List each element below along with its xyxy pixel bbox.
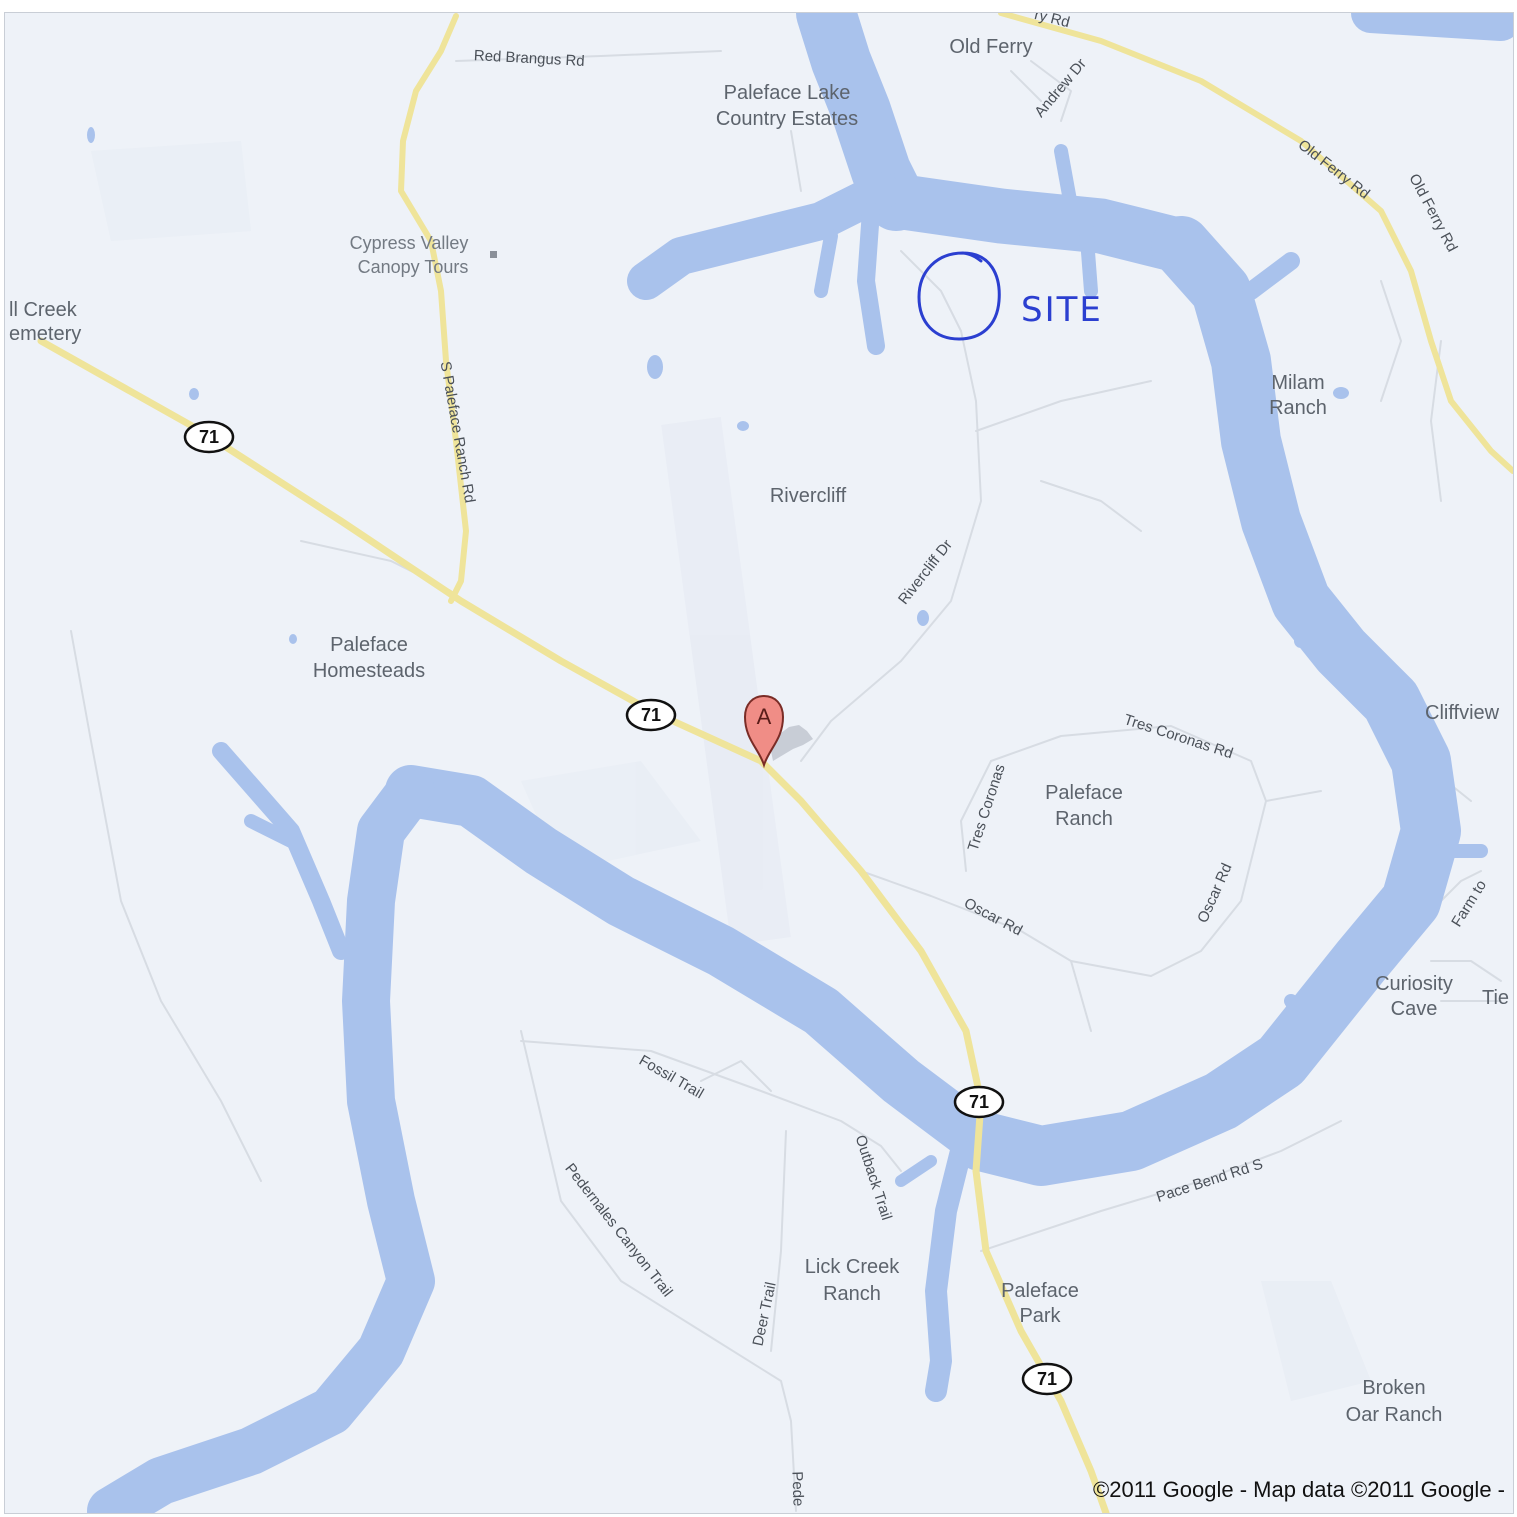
- site-annotation: SITE: [917, 251, 1103, 341]
- shield-71-center-label: 71: [641, 705, 661, 725]
- place-milam-ranch-1: Milam: [1271, 372, 1324, 394]
- place-cliffview: Cliffview: [1425, 702, 1500, 724]
- road-red-brangus: Red Brangus Rd: [473, 47, 585, 70]
- place-lick-creek-cemetery-1: ll Creek: [9, 299, 78, 321]
- shield-71-center[interactable]: 71: [625, 698, 677, 732]
- place-curiosity-cave-1: Curiosity: [1375, 973, 1453, 995]
- place-curiosity-cave-2: Cave: [1391, 998, 1438, 1020]
- place-labels: Old Ferry Paleface Lake Country Estates …: [9, 36, 1509, 1426]
- shield-71-bottom[interactable]: 71: [1021, 1362, 1073, 1396]
- place-cypress-valley-2: Canopy Tours: [358, 257, 469, 277]
- road-pede: Pede: [788, 1471, 806, 1507]
- place-paleface-ranch-1: Paleface: [1045, 782, 1123, 804]
- hand-drawn-circle-icon: [917, 251, 1001, 341]
- site-label: SITE: [1021, 290, 1103, 330]
- highways: [37, 13, 1513, 1513]
- map-pin-icon[interactable]: A: [743, 694, 813, 769]
- place-paleface-park-1: Paleface: [1001, 1280, 1079, 1302]
- shield-71-west[interactable]: 71: [183, 420, 235, 454]
- lake-water: [87, 13, 1513, 1513]
- pin-letter: A: [757, 704, 772, 729]
- shield-71-bottom-label: 71: [1037, 1369, 1057, 1389]
- place-paleface-lake-2: Country Estates: [716, 108, 858, 130]
- shield-71-west-label: 71: [199, 427, 219, 447]
- place-lick-creek-cemetery-2: emetery: [9, 323, 81, 345]
- place-paleface-homesteads-2: Homesteads: [313, 660, 425, 682]
- place-broken-oar-ranch-1: Broken: [1362, 1377, 1425, 1399]
- place-tie: Tie: [1482, 987, 1509, 1009]
- place-milam-ranch-2: Ranch: [1269, 397, 1327, 419]
- terrain-texture: [91, 141, 1371, 1401]
- shield-71-south[interactable]: 71: [953, 1085, 1005, 1119]
- place-broken-oar-ranch-2: Oar Ranch: [1346, 1404, 1443, 1426]
- place-lick-creek-ranch-1: Lick Creek: [805, 1256, 900, 1278]
- place-paleface-homesteads-1: Paleface: [330, 634, 408, 656]
- place-paleface-lake-1: Paleface Lake: [724, 82, 851, 104]
- place-paleface-ranch-2: Ranch: [1055, 808, 1113, 830]
- place-rivercliff: Rivercliff: [770, 485, 847, 507]
- place-old-ferry: Old Ferry: [949, 36, 1032, 58]
- place-lick-creek-ranch-2: Ranch: [823, 1283, 881, 1305]
- place-cypress-valley-1: Cypress Valley: [350, 233, 469, 253]
- map-canvas: 71 71 71 71 Old Ferry Paleface Lake Coun…: [5, 13, 1513, 1513]
- copyright-notice: ©2011 Google - Map data ©2011 Google -: [1093, 1477, 1505, 1502]
- shield-71-south-label: 71: [969, 1092, 989, 1112]
- place-paleface-park-2: Park: [1019, 1305, 1061, 1327]
- poi-square-icon: [490, 251, 497, 258]
- map-viewport[interactable]: 71 71 71 71 Old Ferry Paleface Lake Coun…: [4, 12, 1514, 1514]
